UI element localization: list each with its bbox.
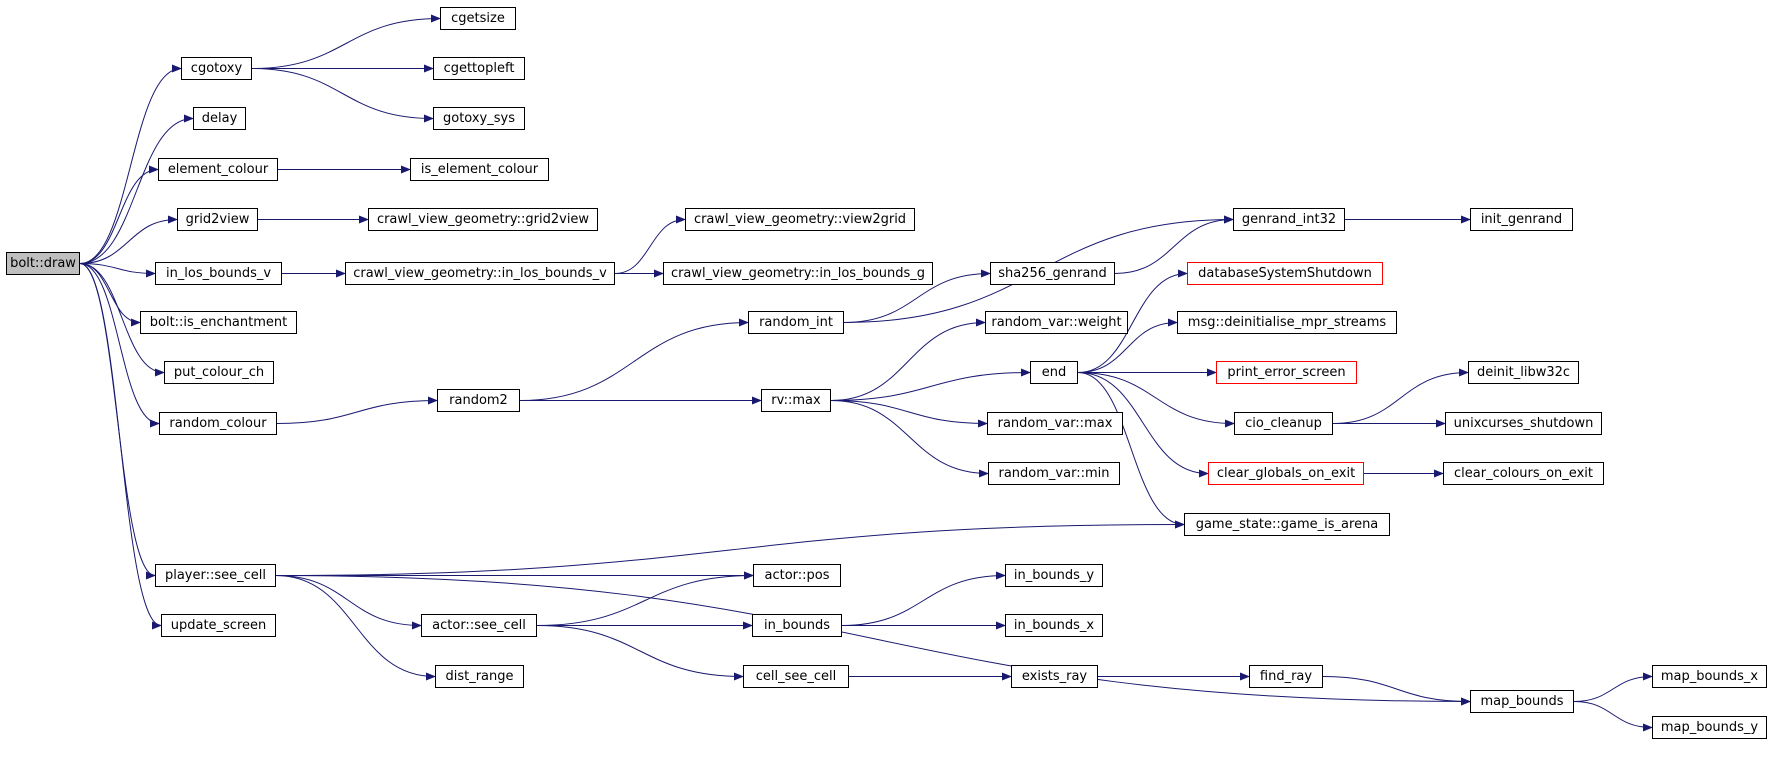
node-in-bounds-y[interactable]: in_bounds_y [1005, 564, 1103, 587]
node-database-system-shutdown[interactable]: databaseSystemShutdown [1187, 262, 1383, 285]
edge-random_int-to-sha256_genrand [843, 269, 991, 323]
node-cgettopleft[interactable]: cgettopleft [433, 57, 525, 80]
node-cio-cleanup[interactable]: cio_cleanup [1234, 412, 1333, 435]
node-random-int[interactable]: random_int [748, 311, 844, 334]
edge-rv_max-to-random_var_max [830, 400, 988, 428]
node-game-state-game-is-arena[interactable]: game_state::game_is_arena [1184, 513, 1390, 536]
node-cgotoxy[interactable]: cgotoxy [181, 57, 252, 80]
node-element-colour[interactable]: element_colour [158, 158, 278, 181]
edge-player_see_cell-to-game_is_arena [275, 520, 1185, 576]
edge-rv_max-to-random_var_min [830, 400, 989, 478]
edge-player_see_cell-to-map_bounds [275, 575, 1471, 706]
edge-find_ray-to-map_bounds [1322, 676, 1471, 706]
node-cgetsize[interactable]: cgetsize [440, 7, 516, 30]
edge-bolt_draw-to-random_colour [79, 263, 160, 428]
edge-random_colour-to-random2 [276, 396, 438, 424]
edge-end-to-clear_globals_on_exit [1077, 372, 1209, 478]
node-player-see-cell[interactable]: player::see_cell [155, 564, 276, 587]
edge-cvg_in_los_bounds_v-to-cvg_view2grid [614, 215, 686, 274]
edge-end-to-msg_deinit [1077, 318, 1178, 373]
edge-in_bounds-to-in_bounds_y [841, 571, 1006, 626]
node-bolt-is-enchantment[interactable]: bolt::is_enchantment [140, 311, 297, 334]
edge-rv_max-to-end [830, 368, 1031, 401]
node-actor-pos[interactable]: actor::pos [753, 564, 841, 587]
edge-cgotoxy-to-cgetsize [251, 14, 441, 69]
node-update-screen[interactable]: update_screen [161, 614, 276, 637]
edge-end-to-cio_cleanup [1077, 372, 1235, 428]
node-init-genrand[interactable]: init_genrand [1470, 208, 1573, 231]
node-map-bounds[interactable]: map_bounds [1470, 690, 1574, 713]
node-bolt-draw: bolt::draw [6, 252, 80, 275]
edge-bolt_draw-to-bolt_is_enchantment [79, 263, 141, 327]
edge-bolt_draw-to-put_colour_ch [79, 263, 165, 377]
node-deinit-libw32c[interactable]: deinit_libw32c [1468, 361, 1579, 384]
node-unixcurses-shutdown[interactable]: unixcurses_shutdown [1445, 412, 1602, 435]
node-print-error-screen[interactable]: print_error_screen [1216, 361, 1357, 384]
node-exists-ray[interactable]: exists_ray [1011, 665, 1098, 688]
node-end[interactable]: end [1030, 361, 1078, 384]
edge-actor_see_cell-to-actor_pos [536, 571, 754, 626]
node-gotoxy-sys[interactable]: gotoxy_sys [433, 107, 525, 130]
edge-bolt_draw-to-update_screen [79, 263, 162, 630]
edge-actor_see_cell-to-cell_see_cell [536, 625, 744, 681]
node-in-los-bounds-v[interactable]: in_los_bounds_v [155, 262, 282, 285]
edge-rv_max-to-random_var_weight [830, 318, 986, 401]
node-sha256-genrand[interactable]: sha256_genrand [990, 262, 1115, 285]
edge-bolt_draw-to-grid2view [79, 215, 178, 264]
edge-random2-to-random_int [519, 318, 749, 401]
node-cvg-in-los-bounds-v[interactable]: crawl_view_geometry::in_los_bounds_v [345, 262, 615, 285]
node-cvg-in-los-bounds-g[interactable]: crawl_view_geometry::in_los_bounds_g [663, 262, 933, 285]
edge-map_bounds-to-map_bounds_y [1573, 701, 1653, 732]
node-delay[interactable]: delay [193, 107, 246, 130]
node-rv-max[interactable]: rv::max [761, 389, 831, 412]
node-random2[interactable]: random2 [437, 389, 520, 412]
node-clear-colours-on-exit[interactable]: clear_colours_on_exit [1443, 462, 1604, 485]
node-in-bounds[interactable]: in_bounds [752, 614, 842, 637]
edge-cio_cleanup-to-deinit_libw32c [1332, 368, 1469, 424]
edge-end-to-game_is_arena [1077, 372, 1185, 529]
edge-sha256_genrand-to-genrand_int32 [1114, 215, 1234, 274]
edge-bolt_draw-to-element_colour [79, 165, 159, 264]
node-map-bounds-x[interactable]: map_bounds_x [1652, 665, 1767, 688]
node-actor-see-cell[interactable]: actor::see_cell [421, 614, 537, 637]
node-random-var-max[interactable]: random_var::max [987, 412, 1123, 435]
node-grid2view[interactable]: grid2view [177, 208, 258, 231]
edge-player_see_cell-to-dist_range [275, 575, 436, 681]
node-in-bounds-x[interactable]: in_bounds_x [1005, 614, 1103, 637]
node-cvg-view2grid[interactable]: crawl_view_geometry::view2grid [685, 208, 915, 231]
node-find-ray[interactable]: find_ray [1249, 665, 1323, 688]
node-clear-globals-on-exit[interactable]: clear_globals_on_exit [1208, 462, 1364, 485]
node-map-bounds-y[interactable]: map_bounds_y [1652, 716, 1767, 739]
node-random-var-weight[interactable]: random_var::weight [985, 311, 1128, 334]
node-random-colour[interactable]: random_colour [159, 412, 277, 435]
edge-bolt_draw-to-in_los_bounds_v [79, 263, 156, 278]
node-cvg-grid2view[interactable]: crawl_view_geometry::grid2view [368, 208, 598, 231]
node-dist-range[interactable]: dist_range [435, 665, 524, 688]
node-put-colour-ch[interactable]: put_colour_ch [164, 361, 274, 384]
node-cell-see-cell[interactable]: cell_see_cell [743, 665, 849, 688]
edge-bolt_draw-to-delay [79, 114, 194, 264]
edge-bolt_draw-to-cgotoxy [79, 64, 182, 264]
node-random-var-min[interactable]: random_var::min [988, 462, 1120, 485]
edge-cgotoxy-to-gotoxy_sys [251, 68, 434, 123]
node-genrand-int32[interactable]: genrand_int32 [1233, 208, 1345, 231]
edge-player_see_cell-to-actor_see_cell [275, 575, 422, 630]
edge-end-to-databaseSystemShutdown [1077, 269, 1188, 373]
edge-map_bounds-to-map_bounds_x [1573, 672, 1653, 702]
node-is-element-colour[interactable]: is_element_colour [410, 158, 549, 181]
node-msg-deinitialise-mpr-streams[interactable]: msg::deinitialise_mpr_streams [1177, 311, 1397, 334]
